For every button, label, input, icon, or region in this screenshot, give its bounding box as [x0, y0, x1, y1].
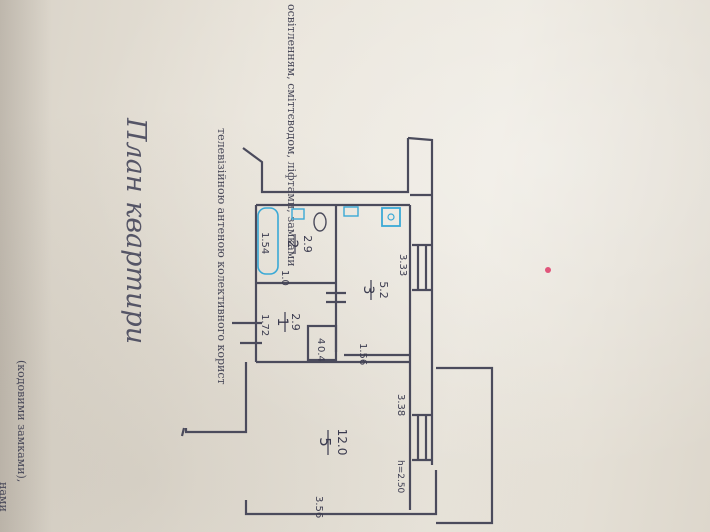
- sink-icon: [291, 208, 305, 220]
- room-3-number: 3: [360, 286, 376, 295]
- room-length-label: 3.56: [313, 496, 324, 518]
- bath-width-label: 1.54: [259, 232, 270, 254]
- small-wall-label: 1.0: [279, 270, 290, 286]
- page-fold-shadow: [0, 0, 52, 532]
- room-2-number: 2: [284, 240, 300, 249]
- bathtub-icon: [257, 207, 279, 275]
- plan-walls: [180, 136, 494, 525]
- room-2-area: 2.9: [301, 235, 314, 253]
- kitchen-depth-label: 1.56: [357, 343, 368, 365]
- room-4-area: 0.4: [315, 346, 326, 362]
- room-3-area: 5.2: [377, 281, 390, 299]
- stove-icon: [381, 207, 401, 227]
- ceiling-height-label: h=2.50: [395, 460, 405, 494]
- room-5-area: 12.0: [335, 429, 349, 456]
- room-1-number: 1: [274, 318, 290, 327]
- red-spot: [545, 267, 551, 273]
- toilet-icon: [313, 212, 327, 232]
- room-1-area: 2.9: [289, 313, 302, 331]
- kitchen-sink-icon: [343, 206, 359, 217]
- corridor-width-label: 1.72: [259, 314, 270, 336]
- room-width-label: 3.38: [395, 394, 406, 416]
- kitchen-width-label: 3.33: [397, 254, 408, 276]
- room-4-number: 4: [315, 338, 326, 344]
- room-5-number: 5: [316, 437, 334, 447]
